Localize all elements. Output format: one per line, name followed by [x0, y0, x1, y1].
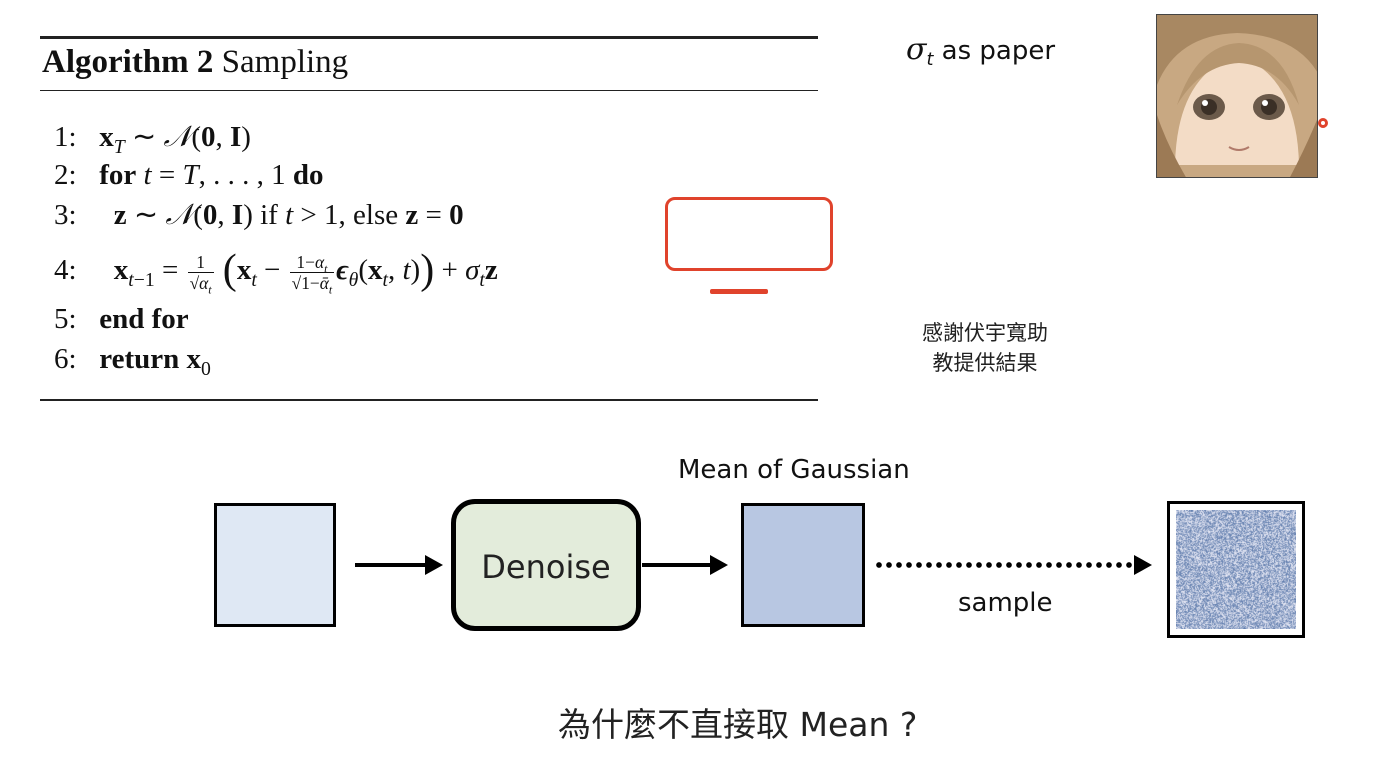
algorithm-title-rest: Sampling [213, 44, 349, 80]
line-number: 3: [54, 199, 77, 231]
line-number: 6: [54, 343, 77, 375]
sample-label: sample [958, 588, 1053, 618]
arrow-to-mean [642, 555, 728, 575]
middle-rule [40, 90, 818, 91]
acknowledgement-line-2: 教提供結果 [932, 351, 1038, 375]
end-for-keyword: end for [99, 303, 189, 335]
sigma-underline [710, 289, 768, 294]
mean-box [741, 503, 865, 627]
algorithm-line-1: 1: xT ∼ 𝒩(0, I) [54, 120, 251, 158]
algorithm-line-2: 2: for t = T, . . . , 1 do [54, 158, 323, 192]
dotted-arrow-head [1134, 555, 1152, 575]
math-expression: z = 0 [405, 199, 464, 231]
math-expression: xT ∼ 𝒩(0, I) [99, 121, 251, 158]
else-keyword: , else [338, 199, 399, 231]
anime-face-sample-image [1156, 14, 1318, 178]
denoise-box: Denoise [451, 499, 641, 631]
algorithm-line-6: 6: return x0 [54, 342, 211, 380]
do-keyword: do [292, 159, 324, 191]
top-rule [40, 36, 818, 39]
math-expression: z ∼ 𝒩(0, I) [113, 199, 261, 231]
algorithm-line-3: 3: z ∼ 𝒩(0, I) if t > 1, else z = 0 [54, 198, 464, 232]
dotted-sample-arrow [874, 562, 1136, 568]
sigma-note: σt as paper [906, 32, 1056, 71]
algorithm-title-bold: Algorithm 2 [42, 44, 214, 80]
face-illustration [1157, 15, 1317, 177]
noise-texture [1176, 510, 1296, 629]
line-number: 1: [54, 121, 77, 153]
math-expression: t > 1 [285, 199, 339, 231]
for-keyword: for [99, 159, 137, 191]
acknowledgement-line-1: 感謝伏宇寬助 [922, 321, 1048, 345]
noisy-sample-box [1167, 501, 1305, 638]
denoise-label: Denoise [481, 548, 611, 586]
sigma-symbol: σ [906, 32, 927, 67]
algorithm-line-5: 5: end for [54, 302, 189, 336]
sigma-note-text: as paper [933, 36, 1056, 66]
arrow-to-denoise [355, 555, 443, 575]
line-number: 2: [54, 159, 77, 191]
acknowledgement-note: 感謝伏宇寬助 教提供結果 [880, 318, 1090, 378]
input-image-box [214, 503, 336, 627]
line-number: 4: [54, 254, 77, 287]
algorithm-title: Algorithm 2 Sampling [42, 44, 348, 81]
line-number: 5: [54, 303, 77, 335]
if-keyword: if [260, 199, 278, 231]
math-expression: t = T, . . . , 1 [143, 159, 293, 191]
return-keyword: return [99, 343, 180, 375]
sigma-z-highlight-box [665, 197, 833, 271]
mean-of-gaussian-label: Mean of Gaussian [678, 455, 910, 485]
sigma-subscript: t [926, 50, 934, 71]
math-expression: x0 [186, 343, 211, 380]
pointer-dot [1318, 118, 1328, 128]
bottom-rule [40, 399, 818, 401]
question-text: 為什麼不直接取 Mean ? [558, 705, 918, 744]
